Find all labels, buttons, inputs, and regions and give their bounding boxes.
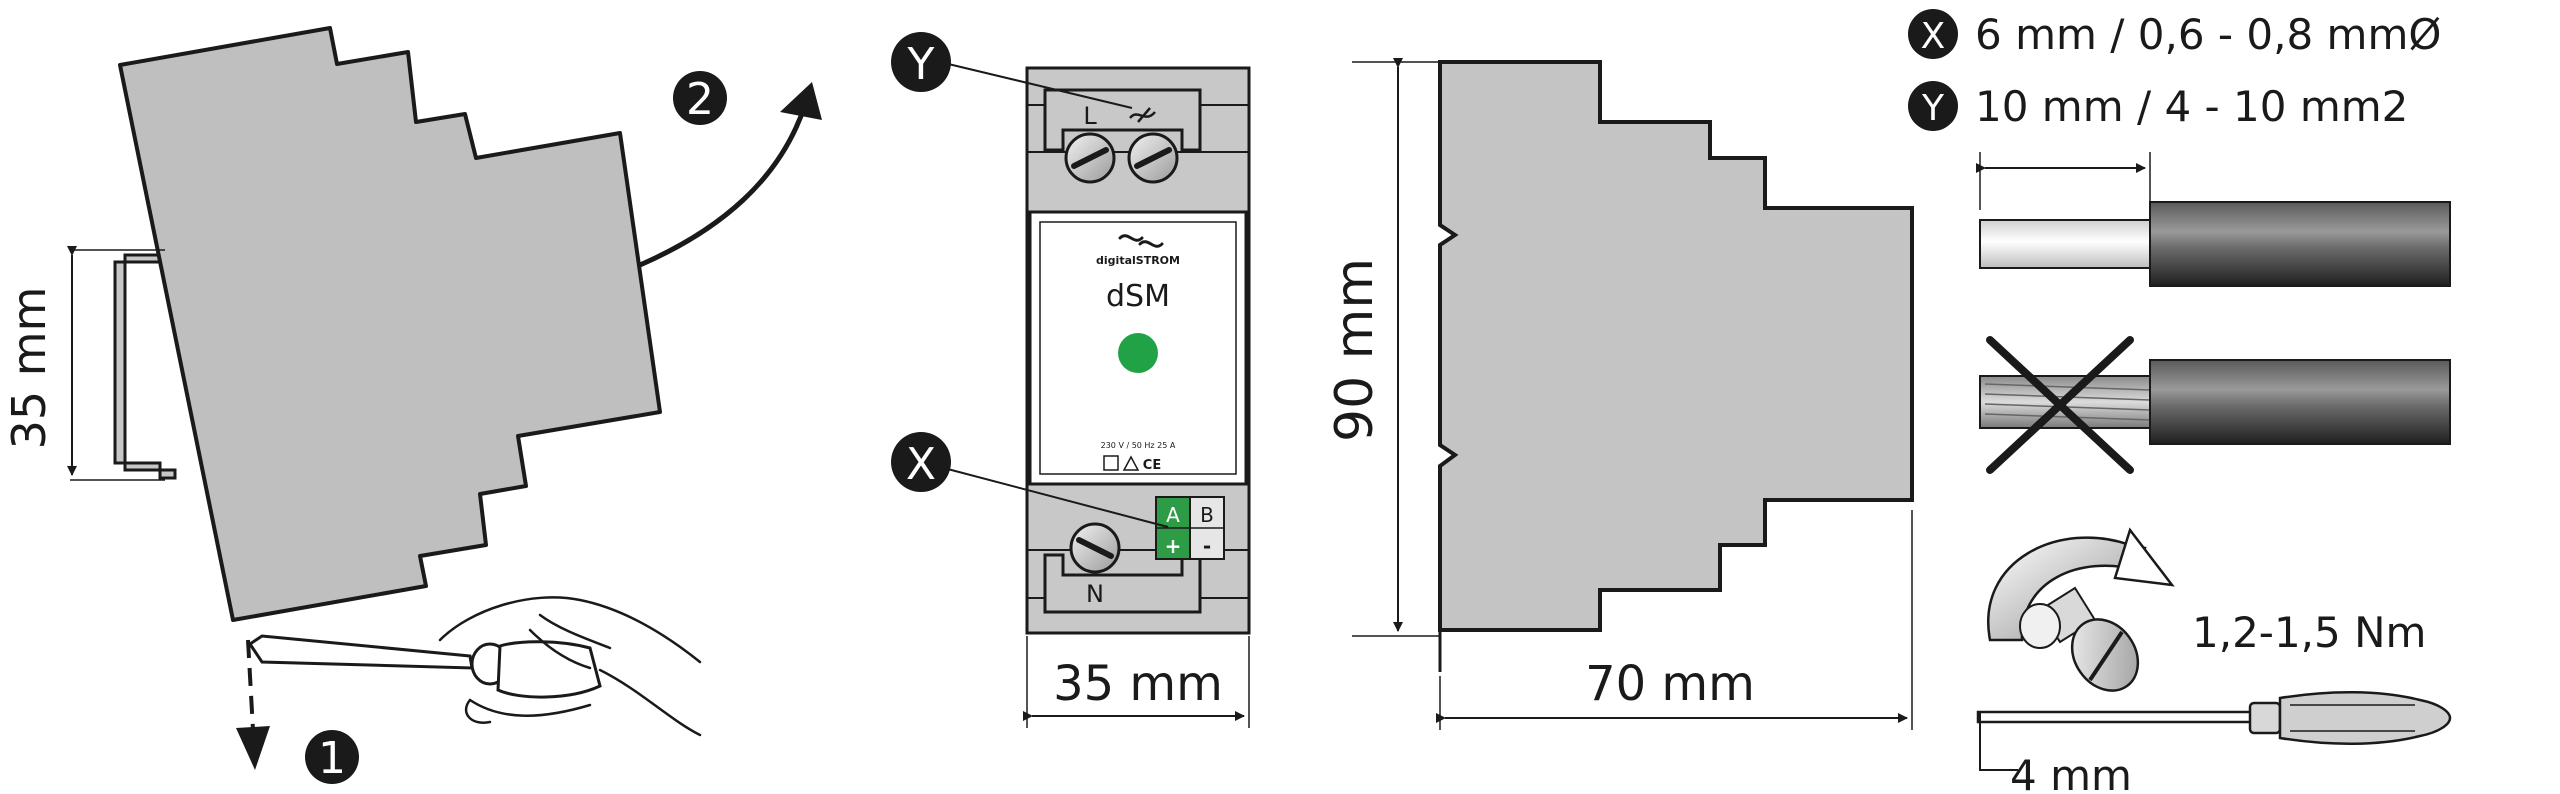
- pull-arrow-head: [236, 726, 270, 770]
- wire-specs: X 6 mm / 0,6 - 0,8 mmØ Y 10 mm / 4 - 10 …: [1908, 9, 2452, 794]
- step1-badge: [305, 730, 359, 784]
- callout-x-letter: X: [906, 439, 936, 490]
- callout-x-leader: [939, 466, 1169, 528]
- hand-outline: [438, 596, 702, 737]
- legend-x-spec: 6 mm / 0,6 - 0,8 mmØ: [1975, 10, 2441, 59]
- legend-x-letter: X: [1921, 16, 1946, 57]
- screw-icon: [2019, 586, 2140, 692]
- front-view: L digitalSTROM dSM 230 V / 50 Hz 25 A CE…: [891, 32, 1251, 728]
- invalid-cross-b: [1986, 336, 2134, 474]
- hand-with-screwdriver: [247, 596, 702, 737]
- rating-text: 230 V / 50 Hz 25 A: [1101, 441, 1176, 450]
- callout-x-badge: [891, 432, 951, 492]
- rail-height-label: 35 mm: [2, 287, 56, 450]
- vde-icon: [1122, 455, 1140, 471]
- terminal-n-label: N: [1086, 580, 1104, 608]
- stranded-cable-insulation: [2149, 359, 2451, 445]
- removal-illustration: 35 mm 2 1: [2, 26, 822, 784]
- tilt-arrow-head: [780, 82, 822, 120]
- terminal-l-label: L: [1083, 102, 1097, 130]
- screwdriver-icon: [1976, 691, 2452, 745]
- callout-y-letter: Y: [907, 39, 935, 90]
- terminal-minus-label: -: [1203, 534, 1211, 558]
- step2-number: 2: [686, 74, 714, 125]
- screwdriver-size-bracket: [1979, 712, 2018, 771]
- screwdriver-blade: [247, 634, 474, 670]
- step2-badge: [673, 71, 727, 125]
- model-name: dSM: [1106, 279, 1170, 314]
- callout-y-leader: [939, 61, 1133, 109]
- legend-x-badge: [1908, 9, 1958, 59]
- stripped-conductor: [1979, 219, 2153, 269]
- certification-icon: [1103, 455, 1119, 471]
- terminal-plus-label: +: [1165, 534, 1182, 558]
- side-view: 90 mm 70 mm: [1325, 58, 1914, 730]
- cable-insulation: [2149, 201, 2451, 287]
- tilt-arrow: [638, 104, 808, 268]
- torque-label: 1,2-1,5 Nm: [2192, 608, 2426, 657]
- side-depth-label: 70 mm: [1585, 656, 1755, 712]
- status-led: [1118, 333, 1158, 373]
- screwdriver-handle: [496, 640, 602, 699]
- legend-y-badge: [1908, 81, 1958, 131]
- screwdriver-size-label: 4 mm: [2010, 751, 2132, 794]
- upper-terminal-box: [1043, 88, 1202, 152]
- rotation-arrow-head: [2113, 527, 2175, 587]
- ce-mark: CE: [1143, 458, 1161, 473]
- side-height-label: 90 mm: [1325, 258, 1385, 442]
- callout-y-badge: [891, 32, 951, 92]
- front-width-label: 35 mm: [1053, 656, 1223, 712]
- legend-y-letter: Y: [1921, 88, 1945, 129]
- side-profile-body: [1438, 60, 1914, 632]
- brand-name: digitalSTROM: [1096, 254, 1180, 267]
- terminal-b-label: B: [1200, 503, 1214, 527]
- terminal-a-label: A: [1166, 503, 1180, 527]
- tilde-symbol: [1129, 107, 1156, 123]
- legend-y-spec: 10 mm / 4 - 10 mm2: [1975, 82, 2408, 131]
- brand-logo-icon: [1118, 234, 1164, 248]
- step1-number: 1: [318, 733, 346, 784]
- pull-arrow: [246, 639, 255, 731]
- tilted-device-body: [118, 26, 662, 622]
